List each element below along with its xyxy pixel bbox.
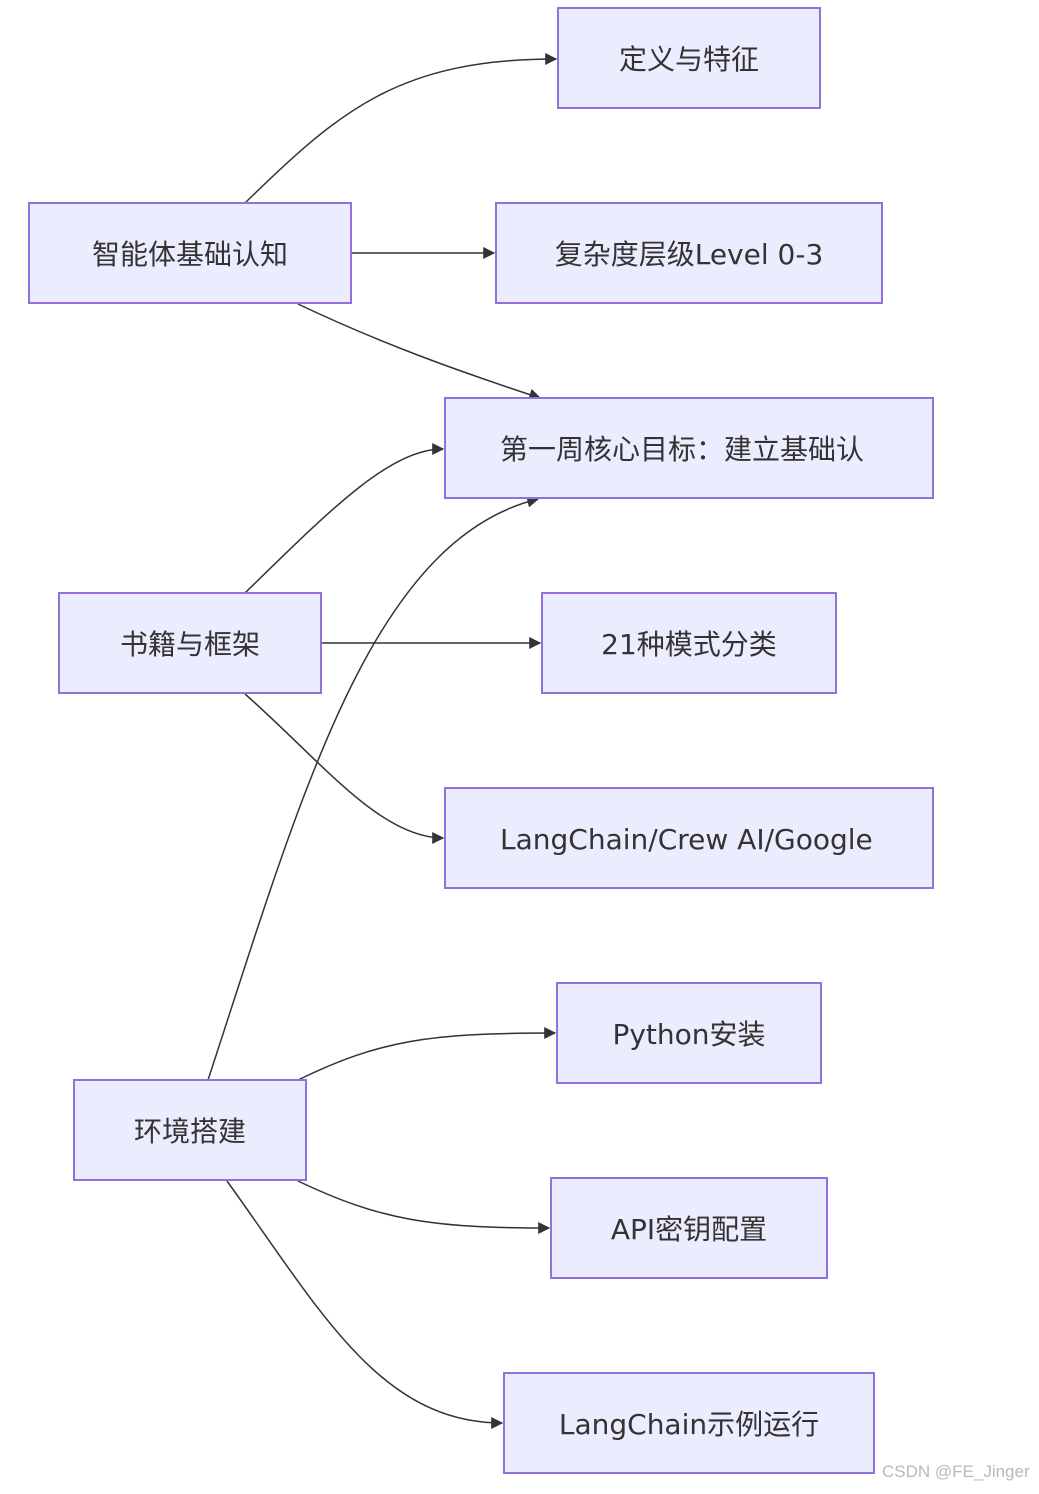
node-api-keys-label: API密钥配置 bbox=[611, 1213, 767, 1246]
node-patterns-label: 21种模式分类 bbox=[601, 628, 777, 661]
node-langchain-demo-label: LangChain示例运行 bbox=[559, 1408, 819, 1441]
node-week1-goal: 第一周核心目标：建立基础认 bbox=[444, 397, 934, 499]
node-books-frameworks-label: 书籍与框架 bbox=[120, 628, 260, 661]
edge-agent-basics-definition bbox=[244, 53, 558, 204]
edge-env-api-keys bbox=[297, 1180, 551, 1234]
edges bbox=[207, 53, 558, 1429]
node-agent-basics-label: 智能体基础认知 bbox=[92, 238, 288, 271]
node-python-install: Python安装 bbox=[556, 982, 822, 1084]
watermark: CSDN @FE_Jinger bbox=[882, 1462, 1030, 1481]
node-frameworks: LangChain/Crew AI/Google ADK bbox=[444, 787, 941, 889]
edge-env-langchain-demo bbox=[226, 1180, 504, 1429]
node-definition-label: 定义与特征 bbox=[619, 43, 759, 76]
node-complexity-levels-label: 复杂度层级Level 0-3 bbox=[555, 238, 824, 271]
node-patterns: 21种模式分类 bbox=[541, 592, 837, 694]
edge-agent-basics-week1-goal bbox=[297, 303, 542, 401]
node-definition: 定义与特征 bbox=[557, 7, 821, 109]
node-langchain-demo: LangChain示例运行 bbox=[503, 1372, 875, 1474]
node-env-setup: 环境搭建 bbox=[73, 1079, 307, 1181]
node-frameworks-label: LangChain/Crew AI/Google ADK bbox=[500, 823, 941, 856]
edge-books-frameworks bbox=[244, 693, 445, 844]
node-complexity-levels: 复杂度层级Level 0-3 bbox=[495, 202, 883, 304]
node-python-install-label: Python安装 bbox=[612, 1018, 765, 1051]
edge-env-python bbox=[297, 1027, 557, 1081]
edge-books-week1-goal bbox=[244, 443, 445, 594]
node-env-setup-label: 环境搭建 bbox=[134, 1115, 246, 1148]
node-api-keys: API密钥配置 bbox=[550, 1177, 828, 1279]
edge-env-week1-goal bbox=[207, 495, 540, 1081]
node-agent-basics: 智能体基础认知 bbox=[28, 202, 352, 304]
node-week1-goal-label: 第一周核心目标：建立基础认 bbox=[500, 433, 864, 466]
node-books-frameworks: 书籍与框架 bbox=[58, 592, 322, 694]
